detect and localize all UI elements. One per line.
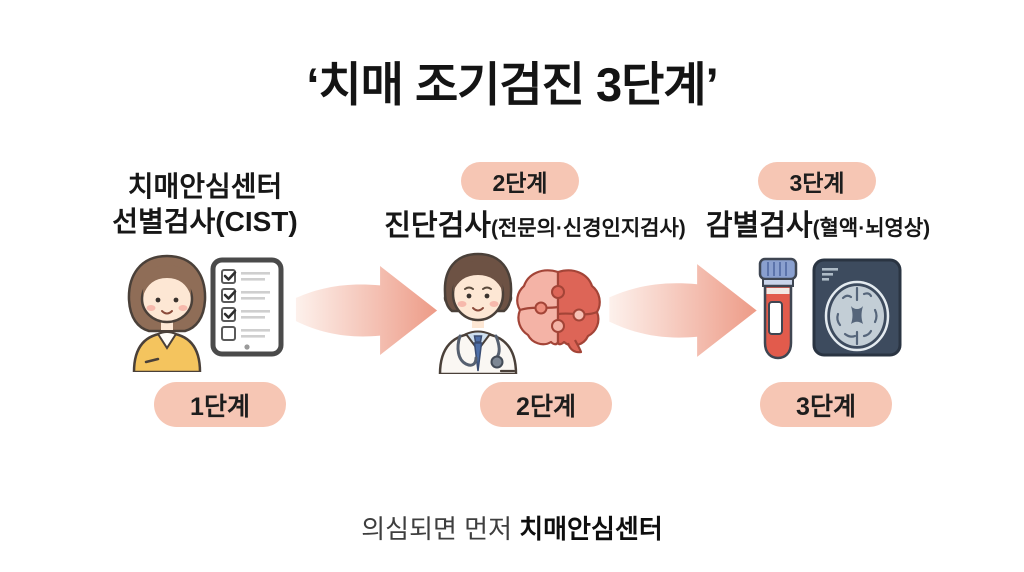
stage1-bottom-badge: 1단계	[154, 382, 286, 427]
woman-patient-icon	[127, 254, 207, 372]
page-title: ‘치매 조기검진 3단계’	[306, 58, 718, 111]
stage2-header: 진단검사(전문의·신경인지검사)	[370, 202, 700, 244]
stage2-bottom-badge: 2단계	[480, 382, 612, 427]
footer-note-prefix: 의심되면 먼저	[361, 514, 520, 544]
footer-note-emphasis: 치매안심센터	[519, 514, 663, 544]
stage3-header-main: 감별검사	[705, 210, 813, 242]
brain-puzzle-icon	[516, 269, 601, 354]
stage3-top-badge: 3단계	[758, 162, 876, 200]
arrow-right-icon	[295, 266, 438, 355]
stage1-header-line2: 선별검사(CIST)	[112, 206, 298, 237]
blood-sample-tube-icon	[758, 257, 798, 360]
stage3-bottom-badge: 3단계	[760, 382, 892, 427]
stage2-header-sub: (전문의·신경인지검사)	[490, 217, 686, 240]
stage3-header-sub: (혈액·뇌영상)	[812, 217, 931, 240]
stage2-header-main: 진단검사	[384, 210, 491, 242]
arrow-right-icon	[609, 264, 757, 357]
stage1-header-line1: 치매안심센터	[127, 171, 283, 202]
checklist-tablet-icon	[210, 257, 284, 357]
stage2-top-badge: 2단계	[461, 162, 579, 200]
stage3-header: 감별검사(혈액·뇌영상)	[688, 202, 948, 244]
doctor-icon	[438, 252, 518, 374]
footer-note: 의심되면 먼저 치매안심센터	[0, 509, 1024, 546]
brain-mri-icon	[812, 258, 902, 357]
